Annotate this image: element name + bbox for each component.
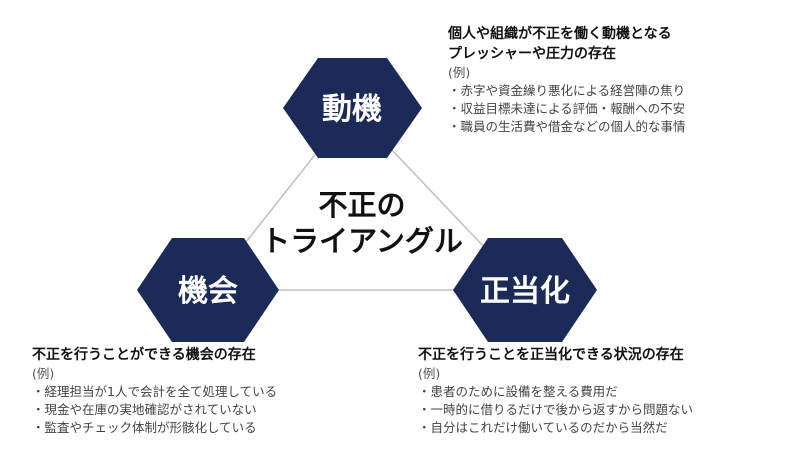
hexagon-motive-shape: [283, 58, 422, 158]
list-item: ・自分はこれだけ働いているのだから当然だ: [418, 420, 668, 435]
rationalization-title: 不正を行うことを正当化できる状況の存在: [418, 347, 684, 363]
opportunity-example-list: ・経理担当が1人で会計を全て処理している ・現金や在庫の実地確認がされていない …: [32, 383, 277, 437]
motive-example-label: (例): [448, 65, 471, 80]
opportunity-description: 不正を行うことができる機会の存在 (例) ・経理担当が1人で会計を全て処理してい…: [32, 345, 277, 437]
hexagon-motive: 動機: [283, 58, 422, 158]
hexagon-opportunity-shape: [137, 238, 279, 342]
list-item: ・監査やチェック体制が形骸化している: [32, 420, 257, 435]
list-item: ・一時的に借りるだけで後から返すから問題ない: [418, 402, 694, 417]
motive-example-list: ・赤字や資金繰り悪化による経営陣の焦り ・収益目標未達による評価・報酬への不安 …: [448, 82, 686, 136]
list-item: ・職員の生活費や借金などの個人的な事情: [448, 119, 686, 134]
list-item: ・患者のために設備を整える費用だ: [418, 384, 618, 399]
hexagon-motive-label: 動機: [322, 92, 382, 127]
motive-title-line2: プレッシャーや圧力の存在: [448, 46, 616, 62]
hexagon-rationalization: 正当化: [453, 238, 597, 342]
motive-description: 個人や組織が不正を働く動機となる プレッシャーや圧力の存在 (例) ・赤字や資金…: [448, 24, 686, 136]
list-item: ・現金や在庫の実地確認がされていない: [32, 402, 257, 417]
hexagon-opportunity: 機会: [137, 238, 279, 342]
center-title-line2: トライアングル: [261, 224, 463, 258]
rationalization-example-label: (例): [418, 366, 441, 381]
rationalization-example-list: ・患者のために設備を整える費用だ ・一時的に借りるだけで後から返すから問題ない …: [418, 383, 693, 437]
hexagon-rationalization-label: 正当化: [480, 274, 570, 309]
opportunity-example-label: (例): [32, 366, 55, 381]
opportunity-title: 不正を行うことができる機会の存在: [32, 347, 256, 363]
triangle-outline: [206, 106, 527, 291]
rationalization-description: 不正を行うことを正当化できる状況の存在 (例) ・患者のために設備を整える費用だ…: [418, 345, 693, 437]
hexagon-opportunity-label: 機会: [178, 274, 238, 309]
hexagon-rationalization-shape: [453, 238, 597, 342]
center-title-line1: 不正の: [318, 188, 405, 222]
list-item: ・収益目標未達による評価・報酬への不安: [448, 101, 686, 116]
list-item: ・経理担当が1人で会計を全て処理している: [32, 384, 278, 399]
list-item: ・赤字や資金繰り悪化による経営陣の焦り: [448, 83, 686, 98]
motive-title-line1: 個人や組織が不正を働く動機となる: [448, 26, 672, 42]
